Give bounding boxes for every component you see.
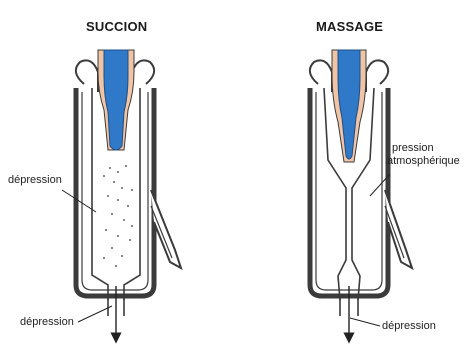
succion-liner-lip-left bbox=[76, 60, 98, 92]
succion-liner-lip-right bbox=[132, 60, 154, 92]
succion-title: SUCCION bbox=[86, 19, 147, 34]
succion-leader-upper bbox=[62, 190, 96, 212]
massage-liner-lip-right bbox=[366, 60, 388, 92]
massage-label-lower: dépression bbox=[382, 320, 436, 332]
massage-cup bbox=[310, 50, 412, 338]
succion-leader-lower bbox=[78, 306, 112, 322]
massage-title: MASSAGE bbox=[316, 19, 383, 34]
massage-label-pressure-line1: pression bbox=[392, 142, 434, 154]
succion-cup bbox=[62, 50, 181, 338]
succion-label-lower: dépression bbox=[20, 316, 74, 328]
succion-label-upper: dépression bbox=[8, 174, 62, 186]
succion-milk-droplets bbox=[103, 165, 133, 267]
massage-leader-lower bbox=[350, 318, 380, 326]
massage-label-pressure-line2: atmosphérique bbox=[387, 155, 460, 167]
massage-liner-lip-left bbox=[310, 60, 332, 92]
